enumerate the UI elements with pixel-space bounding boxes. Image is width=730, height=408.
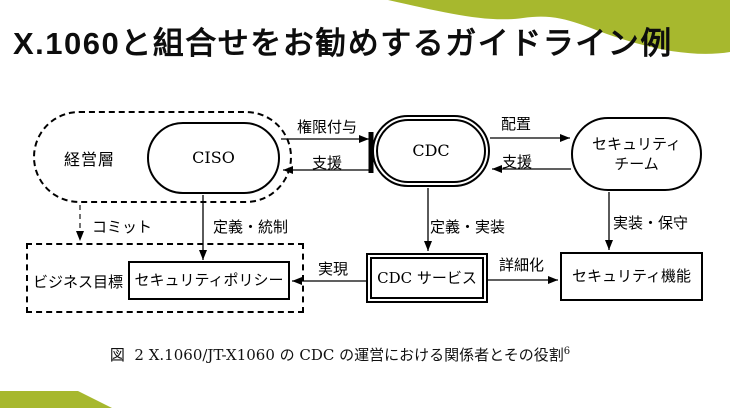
node-security-policy: セキュリティポリシー bbox=[128, 261, 290, 300]
node-security-function: セキュリティ機能 bbox=[560, 252, 703, 301]
node-security-team-label-line1: セキュリティ bbox=[591, 134, 682, 153]
edge-label-support-left: 支援 bbox=[312, 154, 343, 172]
figure-caption-text: 図 2 X.1060/JT-X1060 の CDC の運営における関係者とその役… bbox=[109, 346, 564, 364]
node-business-goal-label: ビジネス目標 bbox=[33, 273, 124, 291]
node-cdc-service-label: CDC サービス bbox=[377, 268, 477, 287]
node-management-label: 経営層 bbox=[64, 150, 116, 169]
node-cdc-service: CDC サービス bbox=[366, 253, 488, 303]
edge-label-deploy: 配置 bbox=[501, 115, 532, 133]
page-title: X.1060と組合せをお勧めするガイドライン例 bbox=[13, 26, 673, 61]
corner-band-icon bbox=[0, 391, 112, 408]
node-security-team-label-line2: チーム bbox=[614, 155, 659, 173]
node-ciso: CISO bbox=[147, 122, 280, 194]
node-security-team: セキュリティ チーム bbox=[571, 117, 702, 191]
edge-label-define-implement: 定義・実装 bbox=[430, 218, 506, 236]
node-cdc-label: CDC bbox=[412, 141, 450, 161]
edge-label-authorize: 権限付与 bbox=[297, 118, 358, 136]
edge-label-implement-maintain: 実装・保守 bbox=[613, 214, 689, 232]
edge-label-commit: コミット bbox=[92, 218, 153, 236]
node-security-policy-label: セキュリティポリシー bbox=[134, 271, 284, 290]
edge-label-support-right: 支援 bbox=[502, 153, 533, 171]
node-cdc: CDC bbox=[372, 115, 490, 187]
node-ciso-label: CISO bbox=[192, 148, 235, 168]
edge-label-realize: 実現 bbox=[318, 260, 349, 278]
corner-wave-icon bbox=[388, 0, 730, 54]
edge-label-define-control: 定義・統制 bbox=[213, 218, 289, 236]
node-security-function-label: セキュリティ機能 bbox=[571, 267, 692, 286]
figure-caption: 図 2 X.1060/JT-X1060 の CDC の運営における関係者とその役… bbox=[0, 344, 680, 365]
edge-label-refine: 詳細化 bbox=[499, 256, 545, 274]
footnote-ref: 6 bbox=[563, 346, 571, 357]
